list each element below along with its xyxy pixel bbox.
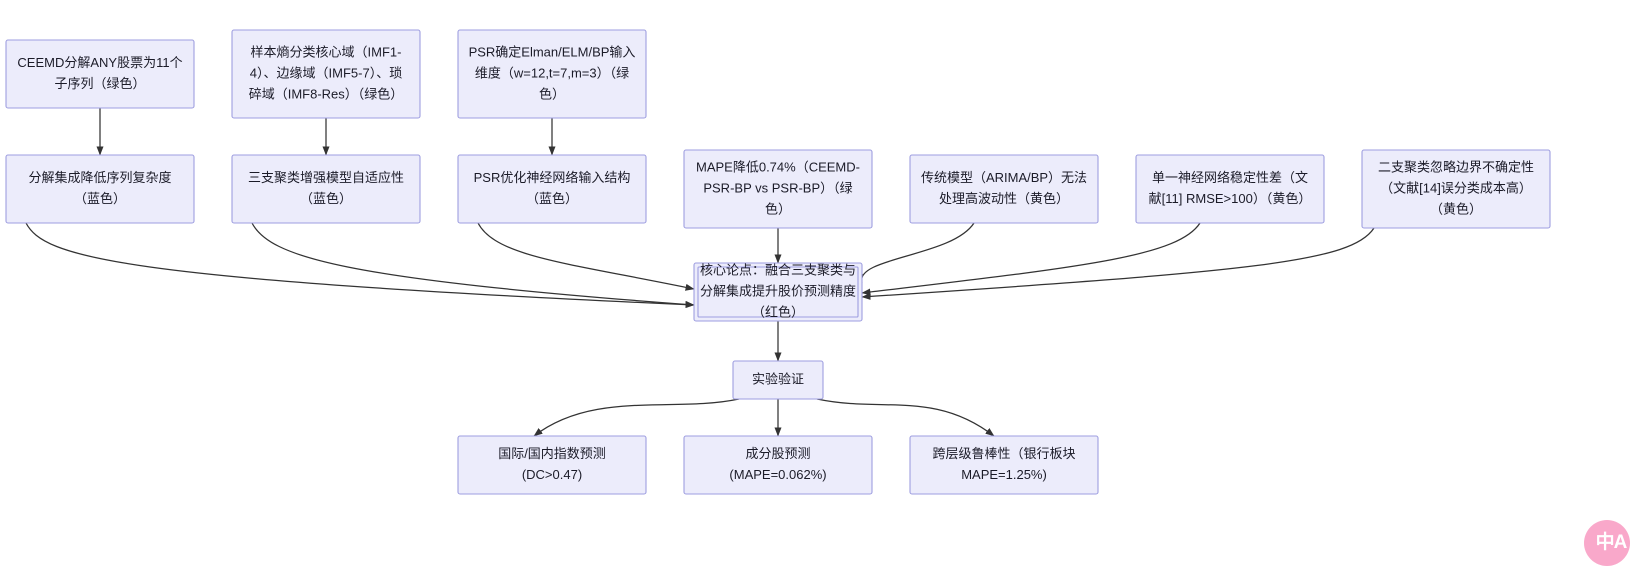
node-label-line: 二支聚类忽略边界不确定性 (1378, 159, 1534, 174)
node-box (5, 154, 195, 224)
flow-node[interactable]: 成分股预测 (MAPE=0.062%) (683, 435, 873, 495)
node-box (5, 39, 195, 109)
node-label-line: 传统模型（ARIMA/BP）无法 (921, 170, 1087, 185)
watermark-label: 中A (1595, 531, 1628, 553)
node-label-line: PSR确定Elman/ELM/BP输入 (469, 44, 636, 59)
node-label-line: （红色） (752, 304, 804, 319)
flow-edge (861, 222, 1201, 296)
node-label-line: 单一神经网络稳定性差（文 (1152, 170, 1308, 185)
flow-node[interactable]: 跨层级鲁棒性（银行板块 MAPE=1.25%) (909, 435, 1099, 495)
flow-node[interactable]: 三支聚类增强模型自适应性 （蓝色） (231, 154, 421, 224)
node-label-line: 成分股预测 (745, 446, 810, 461)
flow-node[interactable]: PSR优化神经网络输入结构 （蓝色） (457, 154, 647, 224)
node-label-line: 样本熵分类核心域（IMF1- (251, 44, 402, 59)
node-box (683, 435, 873, 495)
node-label-line: (MAPE=0.062%) (729, 467, 826, 482)
flow-edge (856, 222, 975, 284)
node-label-line: 三支聚类增强模型自适应性 (248, 170, 404, 185)
node-box (732, 360, 824, 400)
node-label-line: 实验验证 (752, 371, 804, 386)
flow-node[interactable]: 分解集成降低序列复杂度 （蓝色） (5, 154, 195, 224)
node-label-line: 色） (539, 86, 565, 101)
node-label-line: (DC>0.47) (522, 467, 582, 482)
flow-node[interactable]: MAPE降低0.74%（CEEMD- PSR-BP vs PSR-BP）（绿色） (683, 149, 873, 229)
node-label-line: 核心论点：融合三支聚类与 (700, 262, 856, 277)
flow-node[interactable]: 实验验证 (732, 360, 824, 400)
node-label-line: 分解集成提升股价预测精度 (700, 283, 856, 298)
flow-node[interactable]: 样本熵分类核心域（IMF1- 4）、边缘域（IMF5-7）、琐碎域（IMF8-Re… (231, 29, 421, 119)
node-label-line: 献[11] RMSE>100）（黄色） (1149, 191, 1312, 206)
node-box (909, 435, 1099, 495)
node-box (457, 29, 647, 119)
flow-node[interactable]: 国际/国内指数预测 (DC>0.47) (457, 435, 647, 495)
node-label-line: 跨层级鲁棒性（银行板块 (932, 446, 1075, 461)
node-box (1361, 149, 1551, 229)
node-label-line: 碎域（IMF8-Res）（绿色） (249, 86, 404, 101)
node-box (231, 154, 421, 224)
node-label-line: （蓝色） (74, 191, 126, 206)
node-label-line: 分解集成降低序列复杂度 (28, 170, 171, 185)
node-box (231, 29, 421, 119)
node-box (457, 435, 647, 495)
node-label-line: （蓝色） (300, 191, 352, 206)
flow-node[interactable]: 单一神经网络稳定性差（文献[11] RMSE>100）（黄色） (1135, 154, 1325, 224)
node-box (1135, 154, 1325, 224)
node-label-line: CEEMD分解ANY股票为11个 (17, 55, 182, 70)
node-box (909, 154, 1099, 224)
node-label-line: 国际/国内指数预测 (498, 446, 606, 461)
node-label-line: （文献[14]误分类成本高） (1380, 180, 1532, 195)
flow-edge (861, 227, 1375, 300)
node-label-line: MAPE降低0.74%（CEEMD- (696, 159, 860, 174)
node-box (683, 149, 873, 229)
flow-edge (251, 222, 695, 308)
node-box (457, 154, 647, 224)
flow-edge (816, 398, 995, 437)
node-label-line: MAPE=1.25%) (961, 467, 1047, 482)
node-label-line: 子序列（绿色） (54, 76, 145, 91)
node-label-line: PSR-BP vs PSR-BP）（绿 (703, 180, 852, 195)
node-box (693, 262, 863, 322)
edge-layer (25, 108, 1375, 437)
translate-badge-watermark: 中A (1584, 520, 1630, 566)
node-label-line: 处理高波动性（黄色） (939, 191, 1069, 206)
flow-edge (477, 222, 695, 291)
node-label-line: PSR优化神经网络输入结构 (474, 170, 631, 185)
node-label-line: （蓝色） (526, 191, 578, 206)
node-label-line: （黄色） (1430, 201, 1482, 216)
node-label-line: 4）、边缘域（IMF5-7）、琐 (250, 65, 402, 80)
flow-node[interactable]: 二支聚类忽略边界不确定性 （文献[14]误分类成本高） （黄色） (1361, 149, 1551, 229)
node-label-line: 维度（w=12,t=7,m=3）（绿 (475, 65, 629, 80)
flow-edge (533, 398, 740, 437)
node-box-inner (697, 266, 859, 318)
node-label-line: 色） (765, 201, 791, 216)
flow-edge (25, 222, 695, 309)
